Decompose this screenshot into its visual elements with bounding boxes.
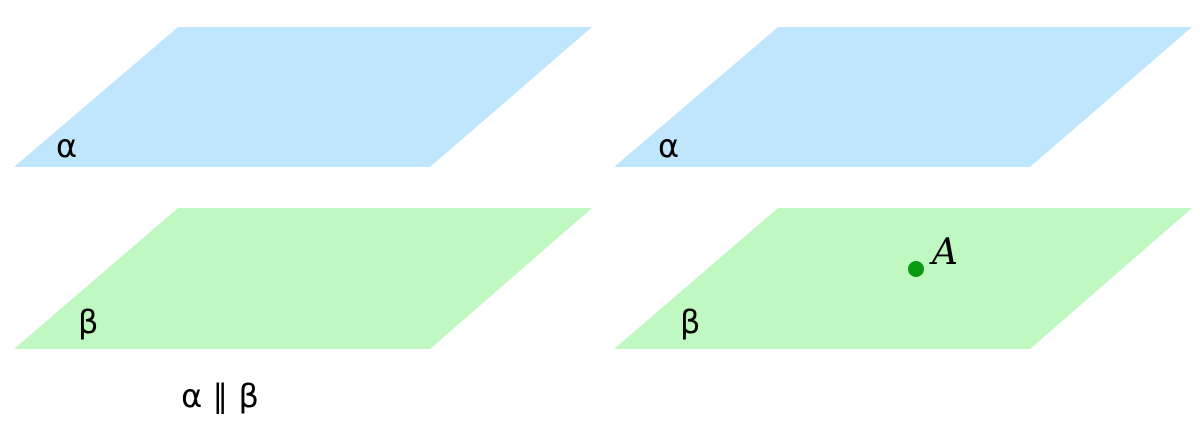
point-a-label: A [929, 232, 958, 273]
left-plane-beta-label: β [78, 303, 98, 341]
parallel-relation-caption: α ∥ β [181, 377, 259, 415]
point-a [908, 261, 924, 277]
right-plane-alpha [614, 27, 1192, 167]
right-plane-beta-label: β [680, 303, 700, 341]
right-plane-beta [614, 208, 1192, 349]
right-plane-alpha-label: α [658, 127, 679, 165]
left-figure: α β α ∥ β [14, 27, 592, 415]
left-plane-beta [14, 208, 592, 349]
left-plane-alpha [14, 27, 592, 167]
right-figure: α β A [614, 27, 1192, 349]
left-plane-alpha-label: α [56, 127, 77, 165]
